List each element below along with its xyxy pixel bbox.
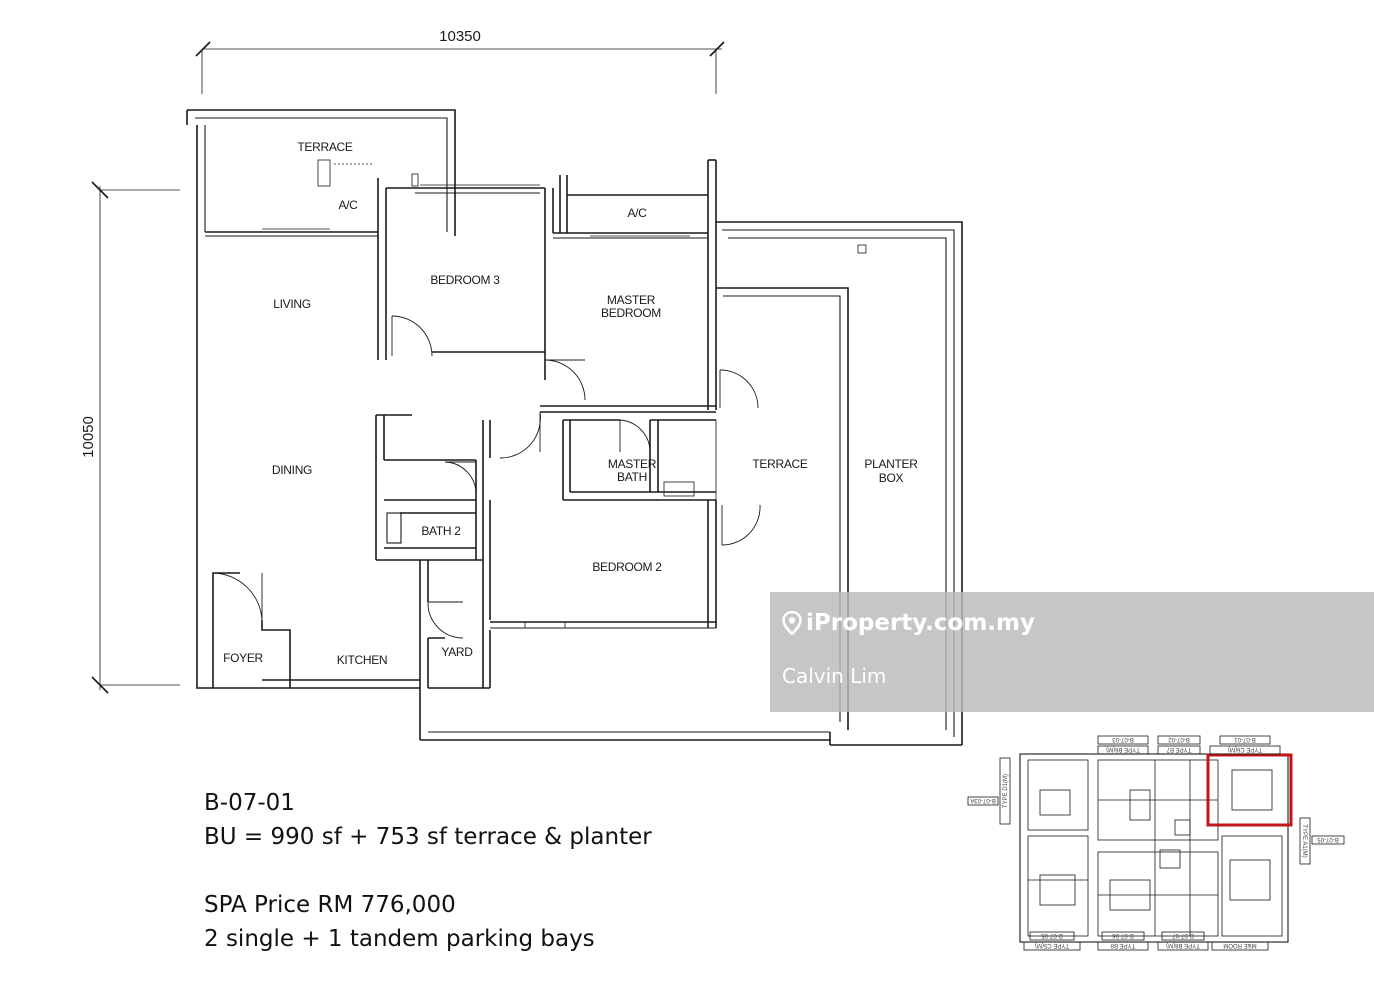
label-master-bedroom-1: MASTER bbox=[607, 293, 656, 307]
dim-height: 10050 bbox=[80, 416, 97, 458]
label-master-bath-2: BATH bbox=[617, 470, 647, 484]
keyplan-bot4: M&E ROOM bbox=[1223, 942, 1256, 948]
label-kitchen: KITCHEN bbox=[337, 653, 388, 667]
unit-info: B-07-01 BU = 990 sf + 753 sf terrace & p… bbox=[204, 786, 652, 956]
watermark-banner: iProperty.com.my Calvin Lim bbox=[770, 592, 1374, 712]
label-bath2: BATH 2 bbox=[421, 524, 461, 538]
label-yard: YARD bbox=[441, 645, 473, 659]
keyplan-top1-type: TYPE B6(M) bbox=[1106, 746, 1140, 752]
keyplan-bot3: B-07-07 bbox=[1172, 932, 1194, 938]
label-planter-2: BOX bbox=[879, 471, 904, 485]
dim-width: 10350 bbox=[439, 28, 481, 45]
label-planter-1: PLANTER bbox=[864, 457, 918, 471]
watermark-site: iProperty.com.my bbox=[806, 610, 1036, 636]
keyplan-left: B-07-03A bbox=[970, 797, 995, 803]
windows bbox=[262, 159, 690, 237]
spa-price: SPA Price RM 776,000 bbox=[204, 892, 456, 918]
keyplan-highlight bbox=[1206, 753, 1293, 827]
label-foyer: FOYER bbox=[223, 651, 263, 665]
keyplan-bot1-type: TYPE C5(M) bbox=[1035, 942, 1069, 948]
label-bedroom2: BEDROOM 2 bbox=[592, 560, 662, 574]
parking-bays: 2 single + 1 tandem parking bays bbox=[204, 926, 595, 952]
keyplan-left-type: TYPE D1(M) bbox=[1003, 774, 1009, 808]
label-ac-left: A/C bbox=[338, 198, 358, 212]
watermark-logo: iProperty.com.my bbox=[782, 610, 1035, 636]
keyplan-bot2: B-07-06 bbox=[1112, 932, 1134, 938]
spacer bbox=[204, 854, 652, 888]
unit-number: B-07-01 bbox=[204, 790, 295, 816]
dimension-top: 10350 bbox=[195, 28, 725, 94]
label-dining: DINING bbox=[272, 463, 312, 477]
label-bedroom3: BEDROOM 3 bbox=[430, 273, 500, 287]
keyplan-top3-type: TYPE C6(M) bbox=[1228, 746, 1262, 752]
label-master-bath-1: MASTER bbox=[608, 457, 657, 471]
keyplan-bot3-type: TYPE B8(M) bbox=[1166, 942, 1200, 948]
built-up-area: BU = 990 sf + 753 sf terrace & planter bbox=[204, 824, 652, 850]
keyplan-top2: B-07-02 bbox=[1168, 736, 1190, 742]
label-master-bedroom-2: BEDROOM bbox=[601, 306, 661, 320]
location-pin-icon bbox=[782, 611, 802, 635]
keyplan-top1: B-07-03 bbox=[1112, 736, 1134, 742]
key-plan: B-07-03 TYPE B6(M) B-07-02 TYPE B7 B-07-… bbox=[967, 735, 1345, 951]
keyplan-bot1: B-07-05 bbox=[1041, 932, 1063, 938]
keyplan-right-type: TYPE A1(M) bbox=[1301, 824, 1307, 857]
watermark-agent: Calvin Lim bbox=[782, 664, 887, 688]
keyplan-right: B-07-05 bbox=[1317, 836, 1339, 842]
label-terrace-right: TERRACE bbox=[752, 457, 808, 471]
dimension-left: 10050 bbox=[80, 181, 180, 694]
label-living: LIVING bbox=[273, 297, 311, 311]
keyplan-top3: B-07-01 bbox=[1234, 736, 1256, 742]
label-ac-right: A/C bbox=[627, 206, 647, 220]
keyplan-bot2-type: TYPE B8 bbox=[1110, 942, 1135, 948]
label-terrace-top: TERRACE bbox=[297, 140, 353, 154]
walls bbox=[186, 109, 963, 746]
keyplan-top2-type: TYPE B7 bbox=[1166, 746, 1191, 752]
room-labels: TERRACE A/C A/C BEDROOM 3 MASTER BEDROOM… bbox=[223, 140, 918, 667]
doors bbox=[212, 315, 761, 639]
